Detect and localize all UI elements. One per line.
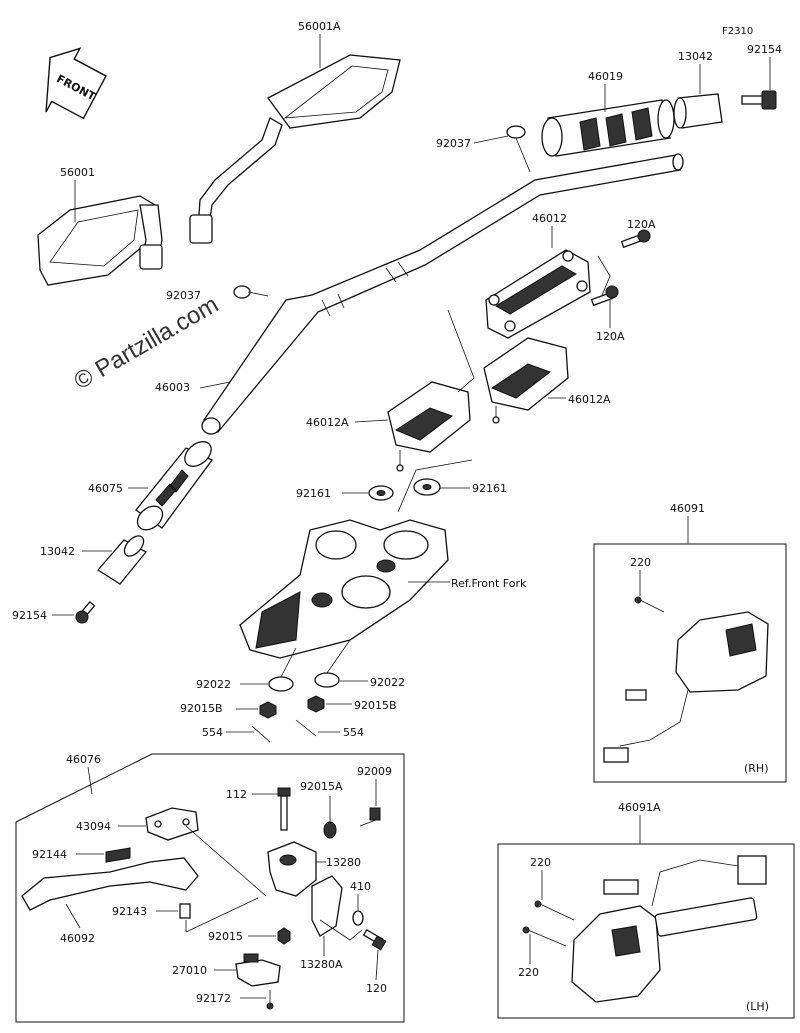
label-pin-right: 554 bbox=[343, 726, 364, 739]
label-bolt-left: 92154 bbox=[12, 609, 47, 622]
grip-right bbox=[541, 99, 675, 157]
lever bbox=[21, 857, 199, 911]
lever-holder-clamp bbox=[311, 875, 343, 937]
label-clutch-screw: 92172 bbox=[196, 992, 231, 1005]
label-washer-bottom-left: 92022 bbox=[196, 678, 231, 691]
label-lever: 46092 bbox=[60, 932, 95, 945]
label-bolt-right-code: F2310 bbox=[722, 26, 753, 37]
label-lever-screw: 92009 bbox=[357, 765, 392, 778]
label-handlebar: 46003 bbox=[155, 381, 190, 394]
washer-bottom-left bbox=[268, 676, 294, 692]
label-fork-ref: Ref.Front Fork bbox=[451, 577, 527, 590]
label-lever-nut-top: 92015A bbox=[300, 780, 343, 793]
label-lever-collar: 92143 bbox=[112, 905, 147, 918]
weight-left bbox=[97, 535, 147, 585]
label-clutch-switch: 27010 bbox=[172, 964, 207, 977]
label-washer-right: 92161 bbox=[472, 482, 507, 495]
washer-right bbox=[413, 478, 441, 496]
label-washer-bottom-right: 92022 bbox=[370, 676, 405, 689]
pin-left bbox=[251, 725, 271, 743]
label-lever-washer: 410 bbox=[350, 880, 371, 893]
label-switch-lh-tag: (LH) bbox=[746, 1000, 769, 1013]
lever-nut-top bbox=[323, 821, 337, 839]
pin-right bbox=[295, 719, 317, 737]
fork-clamp bbox=[239, 519, 449, 659]
label-bolt-upper-2: 120A bbox=[596, 330, 625, 343]
lever-spring bbox=[105, 847, 131, 863]
label-washer-left: 92161 bbox=[296, 487, 331, 500]
label-mirror-right: 56001A bbox=[298, 20, 341, 33]
lever-holder bbox=[267, 841, 317, 897]
label-bolt-right: 92154 bbox=[747, 43, 782, 56]
switch-rh bbox=[603, 611, 769, 763]
bolt-right bbox=[741, 90, 777, 110]
bolt-upper-1 bbox=[620, 229, 651, 249]
switch-rh-screw bbox=[634, 596, 665, 613]
label-switch-rh-assy: 46091 bbox=[670, 502, 705, 515]
clip-top bbox=[506, 125, 531, 173]
lever-bolt bbox=[277, 787, 291, 831]
label-nut-right: 92015B bbox=[354, 699, 397, 712]
front-arrow-icon: FRONT bbox=[45, 47, 107, 120]
label-bolt-upper-1: 120A bbox=[627, 218, 656, 231]
lever-collar bbox=[179, 903, 191, 919]
label-weight-left: 13042 bbox=[40, 545, 75, 558]
label-switch-rh-tag: (RH) bbox=[744, 762, 769, 775]
washer-left bbox=[368, 485, 394, 501]
label-clip-left: 92037 bbox=[166, 289, 201, 302]
label-holder-lower-left: 46012A bbox=[306, 416, 349, 429]
label-switch-lh-screw-1: 220 bbox=[530, 856, 551, 869]
clutch-screw bbox=[266, 990, 274, 1010]
watermark: © Partzilla.com bbox=[70, 291, 224, 395]
mirror-left bbox=[37, 195, 163, 286]
label-lever-holder: 13280 bbox=[326, 856, 361, 869]
lever-screw bbox=[359, 807, 381, 827]
label-lever-holder-clamp: 13280A bbox=[300, 958, 343, 971]
handlebar bbox=[201, 153, 684, 435]
lever-bolt-bottom bbox=[362, 929, 387, 951]
label-holder-upper: 46012 bbox=[532, 212, 567, 225]
washer-bottom-right bbox=[314, 672, 340, 688]
clutch-switch bbox=[235, 953, 281, 987]
holder-upper bbox=[485, 249, 591, 339]
lever-nut-bottom bbox=[277, 927, 291, 945]
label-grip-left: 46075 bbox=[88, 482, 123, 495]
switch-lh-box bbox=[497, 843, 795, 1019]
switch-lh bbox=[571, 855, 767, 1003]
label-lever-bolt: 112 bbox=[226, 788, 247, 801]
switch-lh-screw-1 bbox=[534, 900, 575, 921]
holder-lower-right bbox=[483, 337, 569, 424]
switch-lh-screw-2 bbox=[522, 926, 567, 947]
bolt-upper-2 bbox=[590, 285, 619, 307]
label-holder-lower-right: 46012A bbox=[568, 393, 611, 406]
label-weight-right: 13042 bbox=[678, 50, 713, 63]
bolt-left bbox=[75, 601, 96, 624]
label-pin-left: 554 bbox=[202, 726, 223, 739]
lever-assy-box bbox=[15, 753, 405, 1023]
label-lever-assy: 46076 bbox=[66, 753, 101, 766]
lever-washer bbox=[352, 910, 364, 926]
label-lever-bolt-bottom: 120 bbox=[366, 982, 387, 995]
label-switch-rh-screw: 220 bbox=[630, 556, 651, 569]
label-grip-right: 46019 bbox=[588, 70, 623, 83]
label-mirror-left: 56001 bbox=[60, 166, 95, 179]
label-switch-lh-screw-2: 220 bbox=[518, 966, 539, 979]
weight-right bbox=[673, 93, 723, 129]
nut-right bbox=[307, 695, 325, 713]
grip-left bbox=[135, 441, 213, 531]
label-clip-top: 92037 bbox=[436, 137, 471, 150]
label-switch-lh-assy: 46091A bbox=[618, 801, 661, 814]
lever-bracket bbox=[145, 807, 199, 841]
switch-rh-box bbox=[593, 543, 787, 783]
label-nut-left: 92015B bbox=[180, 702, 223, 715]
label-lever-bracket: 43094 bbox=[76, 820, 111, 833]
label-lever-spring: 92144 bbox=[32, 848, 67, 861]
mirror-right bbox=[189, 54, 401, 244]
nut-left bbox=[259, 701, 277, 719]
clip-left bbox=[233, 285, 269, 299]
label-lever-nut-bottom: 92015 bbox=[208, 930, 243, 943]
holder-lower-left bbox=[387, 381, 471, 472]
